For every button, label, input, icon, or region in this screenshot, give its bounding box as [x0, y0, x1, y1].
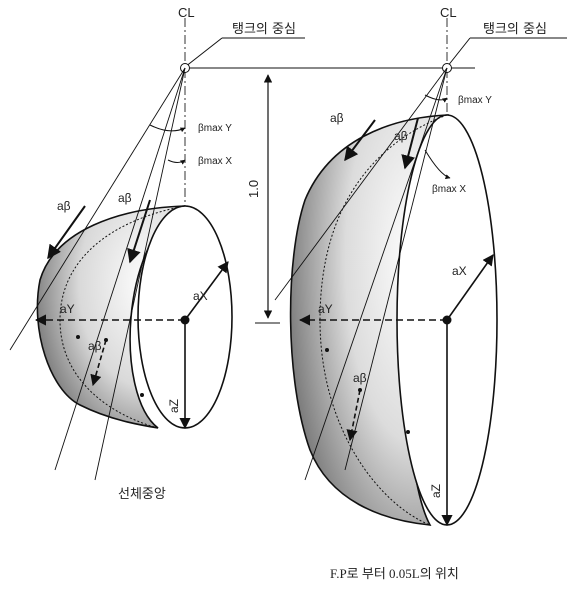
- right-a-beta-arrow-2: [401, 117, 419, 170]
- left-cl-label: CL: [178, 5, 195, 20]
- right-tank-center-leader: [446, 37, 471, 68]
- right-center-dot: [442, 315, 452, 325]
- left-a-x-label: aX: [193, 289, 208, 303]
- left-tank-center-leader: [184, 37, 223, 68]
- right-a-beta-label-3: aβ: [353, 371, 367, 385]
- right-a-beta-arrow: [344, 119, 376, 162]
- right-a-z-label: aZ: [429, 484, 443, 498]
- right-angle-arc-x: [424, 149, 451, 180]
- left-tank-center-label: 탱크의 중심: [232, 22, 296, 37]
- left-angle-arc-x: [167, 159, 186, 165]
- right-a-beta-label-2: aβ: [394, 129, 408, 143]
- left-beta-max-y: βmax Y: [198, 123, 232, 134]
- left-figure: CL 탱크의 중심 βmax Y βmax X aβ aβ aY aX aZ a…: [9, 5, 305, 502]
- right-angle-arc-y: [424, 94, 448, 103]
- right-a-beta-dashed: [346, 389, 361, 442]
- left-a-beta-label-3: aβ: [88, 339, 102, 353]
- right-a-y-label: aY: [318, 302, 333, 316]
- right-figure: CL 탱크의 중심 βmax Y βmax X aβ aβ aY aX aZ a…: [230, 5, 567, 581]
- right-caption: F.P로 부터 0.05L의 위치: [330, 566, 459, 581]
- left-a-beta-arrow-2: [127, 199, 151, 264]
- right-tank-center-label: 탱크의 중심: [483, 22, 547, 37]
- left-a-z-label: aZ: [167, 399, 181, 413]
- right-beta-max-x: βmax X: [432, 184, 466, 195]
- left-caption: 선체중앙: [118, 487, 166, 502]
- dimension: 1.0: [246, 74, 280, 324]
- left-a-beta-arrow: [47, 205, 86, 260]
- right-a-x-arrow: [446, 254, 494, 321]
- right-a-beta-label: aβ: [330, 111, 344, 125]
- left-a-beta-label: aβ: [57, 199, 71, 213]
- right-tank-dotted: [319, 114, 448, 526]
- left-angle-arc-y: [149, 124, 186, 133]
- left-beta-max-x: βmax X: [198, 156, 232, 167]
- left-center-dot: [180, 315, 190, 325]
- left-a-x-arrow: [184, 261, 229, 321]
- right-beta-max-y: βmax Y: [458, 95, 492, 106]
- right-cl-label: CL: [440, 5, 457, 20]
- dimension-label: 1.0: [246, 180, 261, 198]
- left-tank-body: [36, 205, 186, 429]
- left-a-y-label: aY: [60, 302, 75, 316]
- right-a-x-label: aX: [452, 264, 467, 278]
- left-a-beta-label-2: aβ: [118, 191, 132, 205]
